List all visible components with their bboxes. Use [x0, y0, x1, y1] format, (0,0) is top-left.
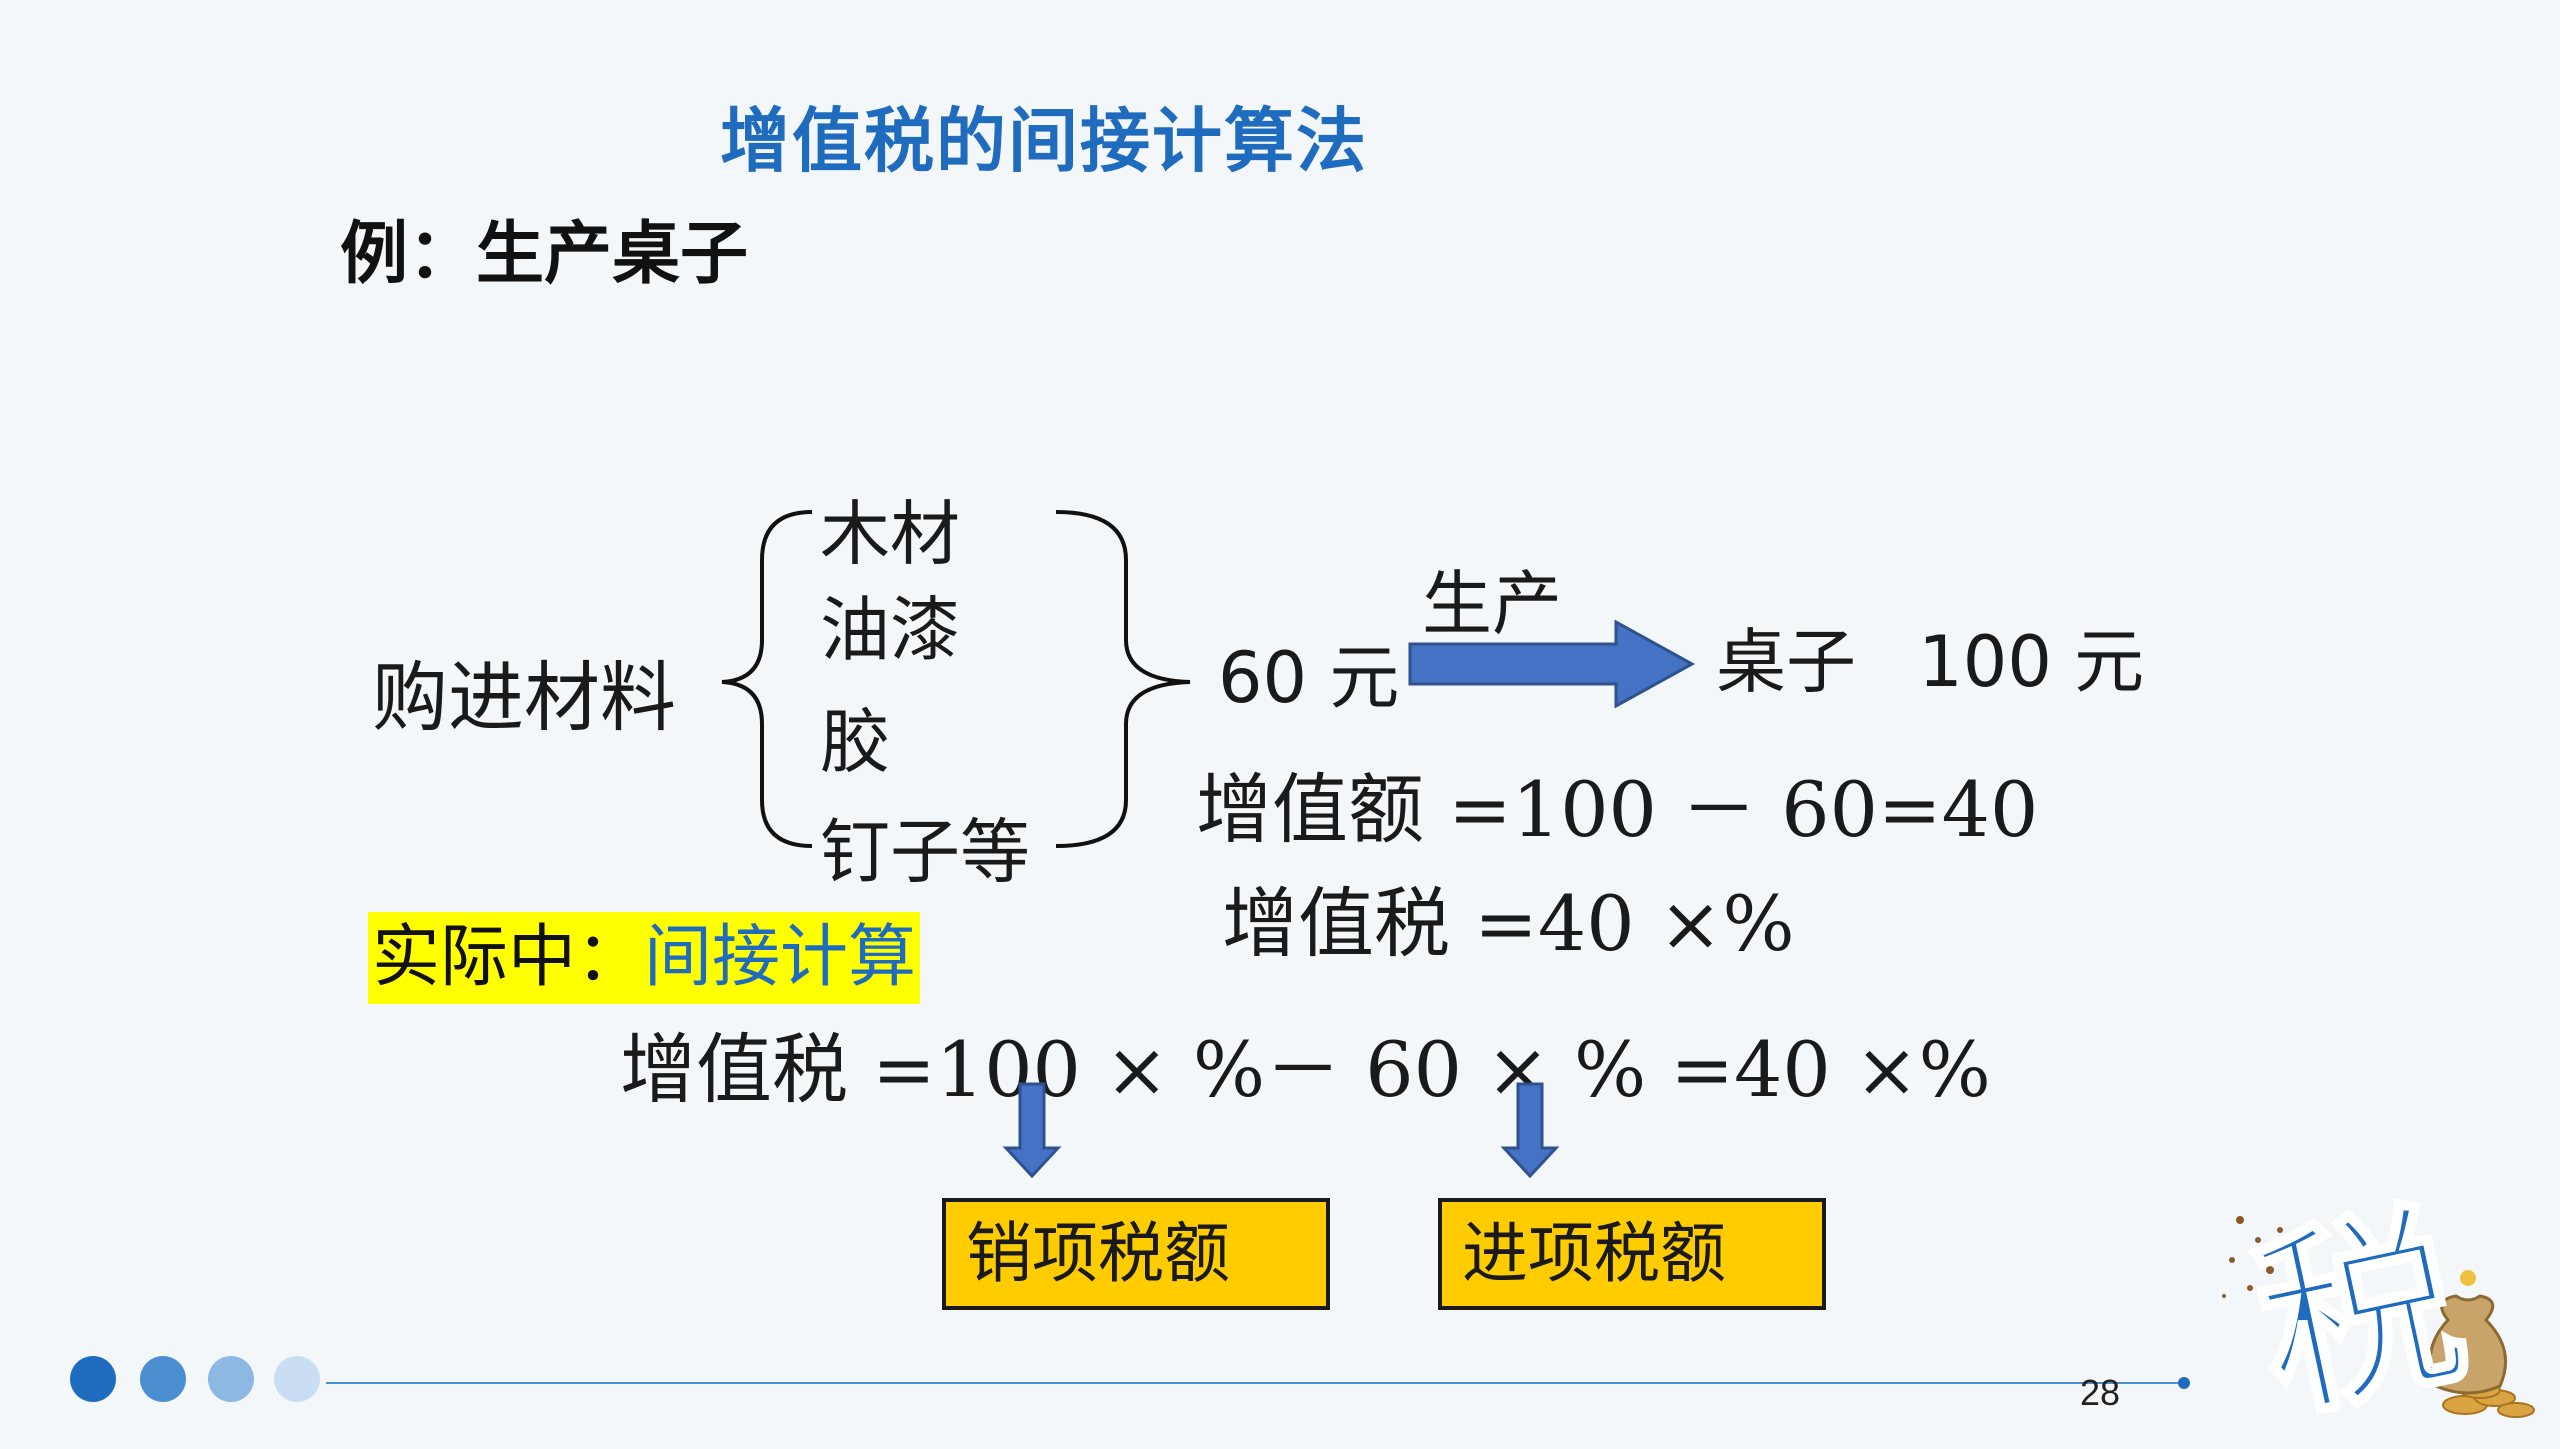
value-added-formula: 增值额 =100 － 60=40: [1196, 765, 2039, 854]
right-brace: [1055, 510, 1191, 848]
left-brace: [721, 510, 813, 848]
price-value: 100: [1918, 621, 2052, 703]
slide-title: 增值税的间接计算法: [720, 100, 1368, 182]
vat-indirect-formula: 增值税 =100 × %－ 60 × % =40 ×%: [620, 1025, 1991, 1114]
output-tax-box: 销项税额: [942, 1198, 1330, 1310]
practice-prefix: 实际中：: [372, 918, 645, 997]
vat-direct-formula: 增值税 =40 ×%: [1222, 879, 1795, 968]
materials-cost: 60 元: [1218, 622, 1399, 723]
page-number: 28: [2080, 1372, 2121, 1413]
tax-logo: 税: [2210, 1178, 2540, 1449]
example-heading: 例：生产桌子: [340, 215, 749, 294]
footer-dot: [208, 1356, 254, 1402]
material-item: 胶: [820, 701, 890, 783]
cost-value: 60: [1218, 637, 1308, 719]
footer-line-end: [2178, 1377, 2190, 1389]
down-arrow-input: [1500, 1082, 1560, 1179]
price-unit: 元: [2074, 621, 2145, 703]
material-item: 木材: [820, 493, 960, 575]
materials-label: 购进材料: [372, 653, 676, 742]
cost-unit: 元: [1329, 637, 1400, 719]
practice-highlight: 实际中：间接计算: [368, 912, 921, 1004]
practice-method: 间接计算: [644, 918, 917, 997]
input-tax-box: 进项税额: [1438, 1198, 1826, 1310]
money-bag-icon: [2222, 1216, 2535, 1418]
product-price: 桌子 100 元: [1716, 606, 2144, 707]
footer-dot: [70, 1356, 116, 1402]
production-arrow: [1408, 619, 1696, 709]
tax-logo-text: 税: [2236, 1178, 2484, 1449]
material-item: 钉子等: [820, 811, 1030, 893]
footer-dot: [140, 1356, 186, 1402]
down-arrow-output: [1002, 1082, 1062, 1179]
material-item: 油漆: [820, 589, 960, 671]
footer-dot: [274, 1356, 320, 1402]
production-label: 生产: [1422, 563, 1562, 645]
product-name: 桌子: [1716, 621, 1856, 703]
